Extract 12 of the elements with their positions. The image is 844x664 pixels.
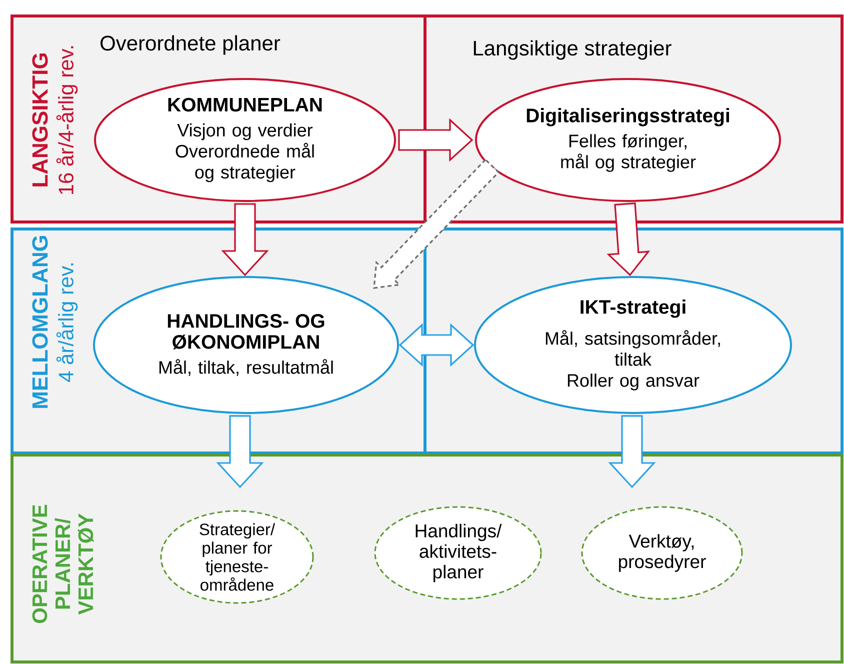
- block-arrow: [606, 202, 650, 276]
- side-label: LANGSIKTIG: [32, 54, 48, 186]
- panel-heading: Overordnete planer: [100, 35, 280, 55]
- panel-heading: Langsiktige strategier: [474, 40, 672, 60]
- block-arrow: [221, 203, 269, 276]
- side-label: MELLOMGLANG: [32, 236, 48, 408]
- side-label: 4 år/årlig rev.: [56, 263, 78, 382]
- side-label: 16 år/4-årlig rev.: [56, 46, 78, 194]
- block-arrow: [398, 118, 474, 162]
- block-arrow: [216, 415, 264, 488]
- side-label: OPERATIVE PLANER/ VERKTØY: [32, 504, 94, 624]
- block-arrow: [608, 415, 656, 488]
